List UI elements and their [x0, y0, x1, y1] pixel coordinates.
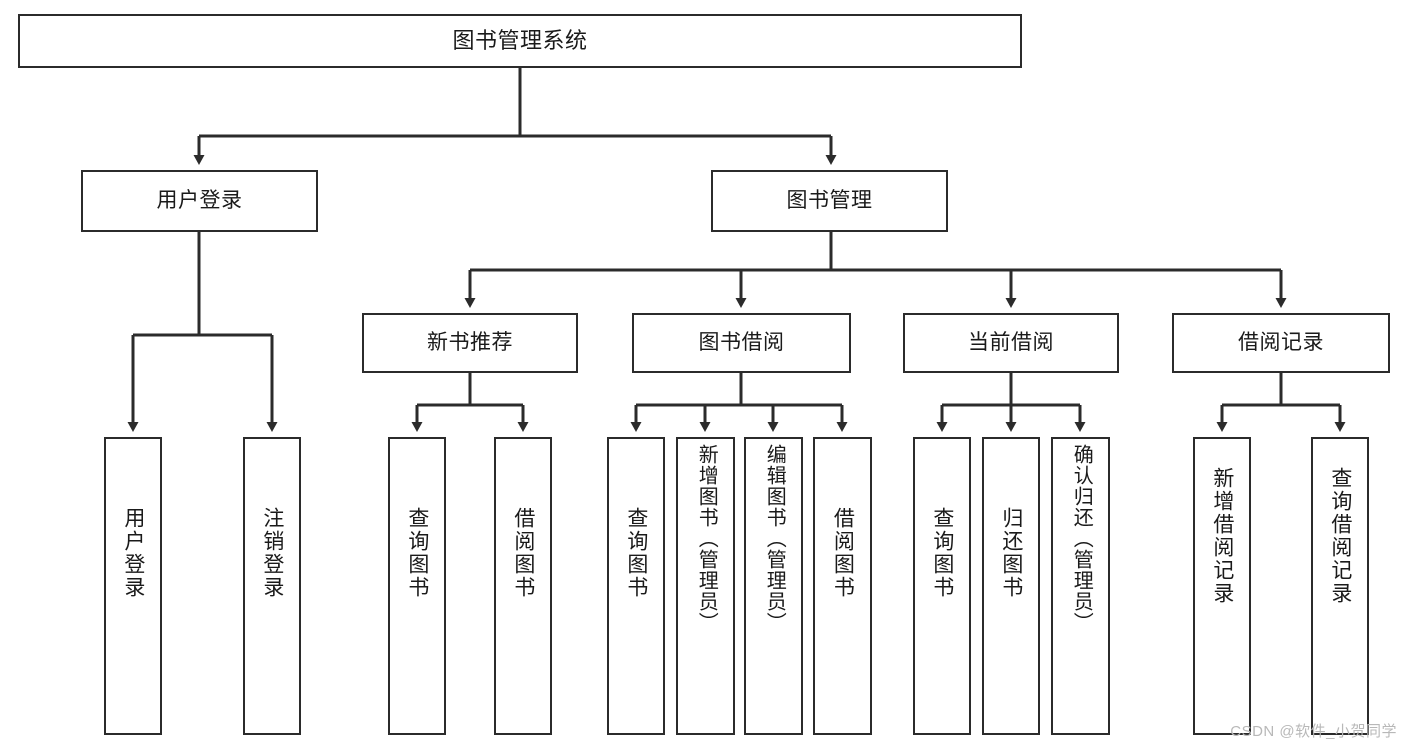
- node-user-login-label: 用户登录: [156, 189, 243, 213]
- node-book-borrow-label: 图书借阅: [698, 331, 785, 355]
- node-leaf-borrow-book-2[interactable]: 借阅图书: [813, 437, 872, 735]
- node-leaf-add-record[interactable]: 新增借阅记录: [1193, 437, 1251, 735]
- node-borrow-record[interactable]: 借阅记录: [1172, 313, 1390, 373]
- node-leaf-query-book-1[interactable]: 查询图书: [388, 437, 446, 735]
- node-root-label: 图书管理系统: [452, 27, 588, 53]
- node-leaf-query-book-2[interactable]: 查询图书: [607, 437, 665, 735]
- node-new-book-recommend-label: 新书推荐: [427, 331, 513, 355]
- node-leaf-logout-label: 注销登录: [260, 507, 284, 599]
- node-leaf-user-login-label: 用户登录: [121, 507, 145, 599]
- node-leaf-confirm-return-label: 确认归还（管理员）: [1070, 444, 1093, 633]
- node-leaf-query-record-label: 查询借阅记录: [1328, 467, 1352, 605]
- node-current-borrow[interactable]: 当前借阅: [903, 313, 1119, 373]
- node-leaf-logout[interactable]: 注销登录: [243, 437, 301, 735]
- node-book-manage-label: 图书管理: [786, 189, 873, 213]
- node-leaf-return-book[interactable]: 归还图书: [982, 437, 1040, 735]
- node-root[interactable]: 图书管理系统: [18, 14, 1022, 68]
- csdn-watermark: CSDN @软件_小贺同学: [1230, 723, 1397, 740]
- node-leaf-query-book-2-label: 查询图书: [624, 507, 648, 599]
- node-new-book-recommend[interactable]: 新书推荐: [362, 313, 578, 373]
- node-leaf-borrow-book-1-label: 借阅图书: [511, 507, 535, 599]
- node-leaf-query-book-3-label: 查询图书: [930, 507, 954, 599]
- node-leaf-return-book-label: 归还图书: [999, 507, 1023, 599]
- node-leaf-edit-book-label: 编辑图书（管理员）: [763, 444, 786, 633]
- node-leaf-edit-book[interactable]: 编辑图书（管理员）: [744, 437, 803, 735]
- node-leaf-query-book-3[interactable]: 查询图书: [913, 437, 971, 735]
- node-leaf-user-login[interactable]: 用户登录: [104, 437, 162, 735]
- node-leaf-borrow-book-1[interactable]: 借阅图书: [494, 437, 552, 735]
- node-leaf-query-record[interactable]: 查询借阅记录: [1311, 437, 1369, 735]
- node-leaf-confirm-return[interactable]: 确认归还（管理员）: [1051, 437, 1110, 735]
- node-book-manage[interactable]: 图书管理: [711, 170, 948, 232]
- node-leaf-add-record-label: 新增借阅记录: [1210, 467, 1234, 605]
- node-leaf-add-book-label: 新增图书（管理员）: [695, 444, 718, 633]
- node-user-login[interactable]: 用户登录: [81, 170, 318, 232]
- node-book-borrow[interactable]: 图书借阅: [632, 313, 851, 373]
- node-current-borrow-label: 当前借阅: [968, 331, 1054, 355]
- node-leaf-borrow-book-2-label: 借阅图书: [831, 507, 855, 599]
- node-leaf-add-book[interactable]: 新增图书（管理员）: [676, 437, 735, 735]
- node-leaf-query-book-1-label: 查询图书: [405, 507, 429, 599]
- node-borrow-record-label: 借阅记录: [1238, 331, 1324, 355]
